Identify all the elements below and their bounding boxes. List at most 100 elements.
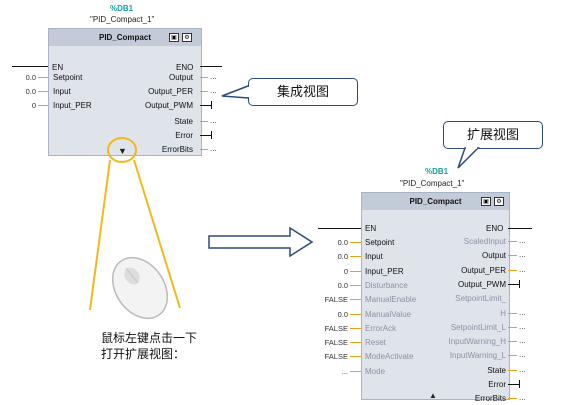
bool-end-tick	[519, 380, 520, 388]
pin-manualenable: ManualEnable	[365, 295, 417, 304]
mouse-icon	[111, 256, 169, 320]
pin-h: H	[500, 309, 506, 318]
instance-name: "PID_Compact_1"	[90, 15, 155, 24]
pin-output-per: Output_PER	[461, 266, 506, 275]
pin-errorbits: ErrorBits	[161, 145, 193, 154]
pin-eno: ENO	[176, 63, 194, 72]
output-dots[interactable]: ...	[519, 308, 526, 317]
pin-input-per: Input_PER	[365, 267, 404, 276]
monitor-icon[interactable]: ▣	[169, 33, 179, 42]
instruction-line-2: 打开扩展视图：	[101, 347, 186, 361]
pin-state: State	[174, 117, 193, 126]
eno-wire	[508, 228, 532, 229]
pin-inputwarning-h: InputWarning_H	[448, 337, 506, 346]
config-icon[interactable]: ⚙	[182, 33, 192, 42]
pin-output: Output	[481, 251, 506, 260]
input-value[interactable]: FALSE	[324, 295, 348, 304]
input-value[interactable]: 0.0	[337, 310, 348, 319]
input-value[interactable]: 0.0	[25, 73, 36, 82]
input-value[interactable]: 0	[31, 101, 36, 110]
pin-input: Input	[53, 87, 71, 96]
output-dots[interactable]: ...	[519, 236, 526, 245]
pin-output: Output	[168, 73, 193, 82]
output-wire	[200, 135, 212, 136]
input-wire	[350, 299, 361, 300]
pin-error: Error	[488, 380, 506, 389]
output-dots[interactable]: ...	[210, 86, 217, 95]
input-wire	[350, 242, 361, 243]
output-wire	[508, 241, 517, 242]
output-wire	[508, 398, 517, 399]
monitor-icon[interactable]: ▣	[481, 197, 491, 206]
pid-compact-block-integrated[interactable]: PID_Compact ▣ ⚙	[48, 28, 202, 156]
input-wire	[350, 314, 361, 315]
input-wire	[350, 342, 361, 343]
block-title: PID_Compact	[362, 193, 509, 210]
output-dots[interactable]: ...	[210, 144, 217, 153]
pin-setpoint: Setpoint	[365, 238, 395, 247]
callout-pointer	[457, 147, 480, 169]
input-value[interactable]: 0.0	[25, 87, 36, 96]
output-dots[interactable]: ...	[519, 393, 526, 402]
output-wire	[508, 384, 520, 385]
pin-eno: ENO	[486, 224, 504, 233]
output-dots[interactable]: ...	[519, 336, 526, 345]
pin-input: Input	[365, 252, 383, 261]
pin-output-pwm: Output_PWM	[457, 280, 506, 289]
pin-output-pwm: Output_PWM	[144, 101, 193, 110]
input-wire	[350, 271, 361, 272]
input-value[interactable]: FALSE	[324, 338, 348, 347]
highlight-circle	[107, 137, 137, 163]
bool-end-tick	[519, 280, 520, 288]
input-wire	[38, 91, 48, 92]
pid-compact-block-extended[interactable]: PID_Compact ▣ ⚙ ▲	[361, 192, 510, 400]
output-dots[interactable]: ...	[519, 365, 526, 374]
output-dots[interactable]: ...	[519, 265, 526, 274]
input-value[interactable]: 0	[343, 267, 348, 276]
output-wire	[508, 341, 517, 342]
output-dots[interactable]: ...	[519, 322, 526, 331]
beam-line	[133, 159, 181, 309]
eno-wire	[200, 66, 222, 67]
input-wire	[350, 328, 361, 329]
output-dots[interactable]: ...	[519, 350, 526, 359]
pin-state: State	[487, 366, 506, 375]
output-dots[interactable]: ...	[519, 250, 526, 259]
db-tag: %DB1	[425, 167, 449, 176]
pin-setpointlimit-l: SetpointLimit_L	[450, 323, 506, 332]
input-value[interactable]: FALSE	[324, 352, 348, 361]
output-wire	[200, 149, 208, 150]
collapse-arrow-icon[interactable]: ▲	[429, 391, 437, 400]
instance-name: "PID_Compact_1"	[400, 179, 465, 188]
pin-disturbance: Disturbance	[365, 281, 408, 290]
output-dots[interactable]: ...	[210, 116, 217, 125]
output-wire	[508, 255, 517, 256]
expand-arrow-icon[interactable]: ▼	[118, 146, 127, 156]
input-value[interactable]: 0.0	[337, 238, 348, 247]
input-value[interactable]: FALSE	[324, 324, 348, 333]
callout-pointer	[221, 84, 249, 99]
input-value[interactable]: ...	[341, 367, 348, 376]
instruction-line-1: 鼠标左键点击一下	[101, 331, 198, 345]
output-wire	[200, 77, 208, 78]
input-wire	[350, 356, 361, 357]
pin-reset: Reset	[365, 338, 386, 347]
pin-scaledinput: ScaledInput	[463, 237, 506, 246]
output-dots[interactable]: ...	[210, 72, 217, 81]
input-wire	[38, 105, 48, 106]
beam-line	[89, 159, 111, 311]
error-end-tick	[211, 131, 212, 139]
input-value[interactable]: 0.0	[337, 281, 348, 290]
pin-input-per: Input_PER	[53, 101, 92, 110]
input-value[interactable]: 0.0	[337, 252, 348, 261]
transition-arrow	[208, 226, 314, 258]
output-wire	[508, 370, 517, 371]
pin-errorbits: ErrorBits	[474, 394, 506, 403]
input-wire	[350, 285, 361, 286]
input-wire	[350, 371, 361, 372]
output-wire	[508, 313, 517, 314]
config-icon[interactable]: ⚙	[494, 197, 504, 206]
block-title: PID_Compact	[49, 29, 201, 46]
output-wire	[508, 355, 517, 356]
